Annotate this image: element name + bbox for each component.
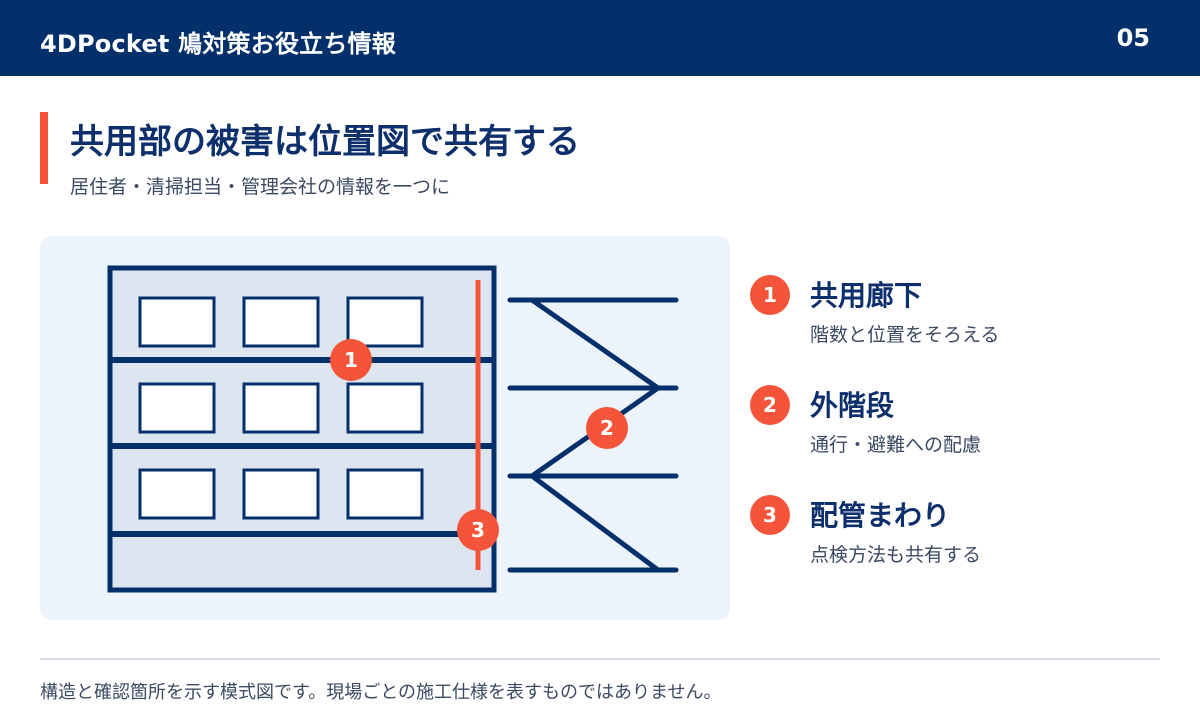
page-number: 05	[1116, 24, 1150, 52]
marker-3: 3	[457, 509, 499, 551]
building-diagram: 1 2 3	[107, 265, 679, 593]
window	[138, 296, 216, 348]
building-diagram-panel: 1 2 3	[40, 236, 730, 620]
title-accent-bar	[40, 112, 48, 184]
marker-label: 1	[344, 348, 358, 372]
marker-label: 3	[471, 518, 485, 542]
marker-label: 2	[600, 416, 614, 440]
top-bar: 4DPocket 鳩対策お役立ち情報 05	[0, 0, 1200, 76]
brand-title: 4DPocket 鳩対策お役立ち情報	[40, 30, 396, 58]
marker-1: 1	[330, 339, 372, 381]
legend-item-piping: 3 配管まわり 点検方法も共有する	[750, 490, 1160, 570]
legend-description: 通行・避難への配慮	[810, 434, 982, 456]
legend-number-badge: 3	[750, 495, 790, 535]
marker-2: 2	[586, 407, 628, 449]
window	[346, 468, 424, 520]
footer-divider	[40, 658, 1160, 660]
window	[242, 468, 320, 520]
window	[138, 382, 216, 434]
window	[138, 468, 216, 520]
window	[242, 382, 320, 434]
window	[242, 296, 320, 348]
page-subtitle: 居住者・清掃担当・管理会社の情報を一つに	[70, 176, 451, 198]
legend-title: 配管まわり	[810, 499, 951, 532]
legend-item-stairs: 2 外階段 通行・避難への配慮	[750, 380, 1160, 460]
legend-description: 点検方法も共有する	[810, 544, 982, 566]
legend-title: 外階段	[810, 389, 895, 422]
window	[346, 296, 424, 348]
legend-description: 階数と位置をそろえる	[810, 324, 1000, 346]
legend-number-badge: 2	[750, 385, 790, 425]
page-title: 共用部の被害は位置図で共有する	[70, 122, 580, 162]
legend-item-corridor: 1 共用廊下 階数と位置をそろえる	[750, 270, 1160, 350]
footer-note: 構造と確認箇所を示す模式図です。現場ごとの施工仕様を表すものではありません。	[40, 682, 722, 703]
window	[346, 382, 424, 434]
legend-title: 共用廊下	[810, 279, 923, 312]
legend-number-badge: 1	[750, 275, 790, 315]
